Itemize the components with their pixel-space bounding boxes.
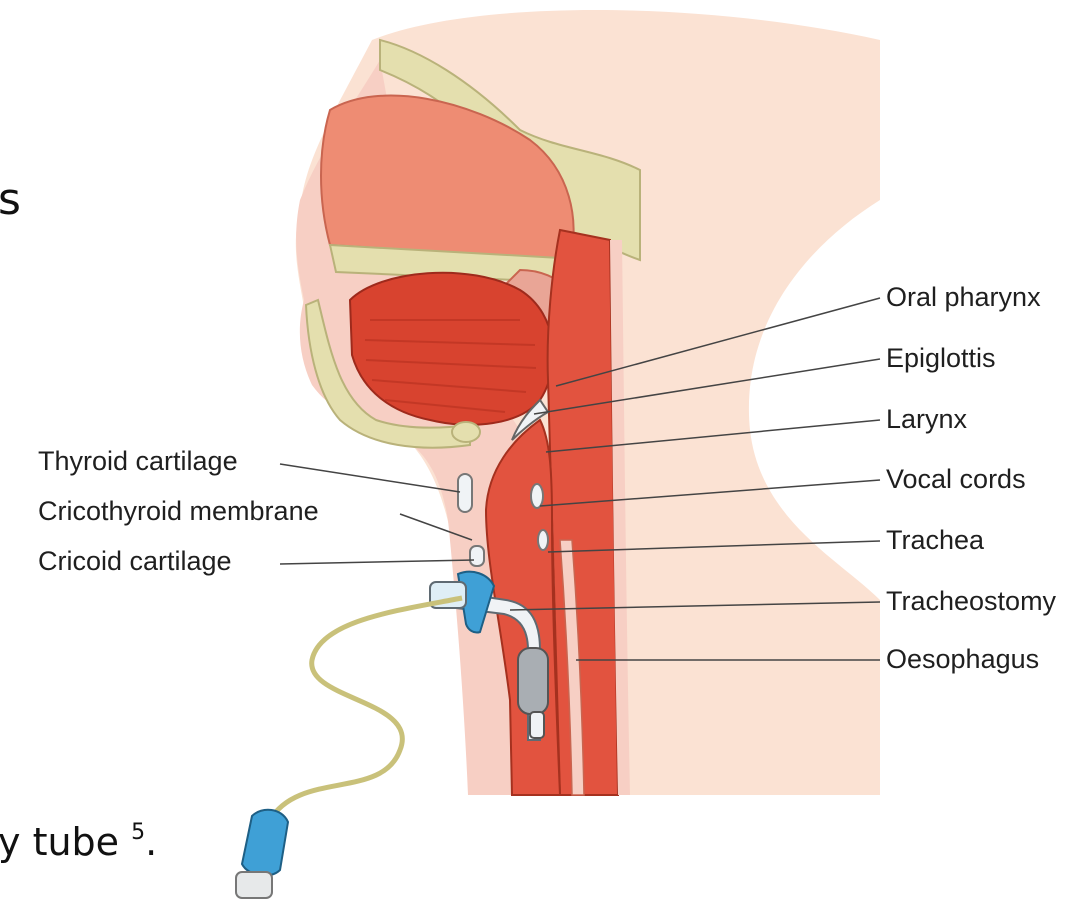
- thyroid-cartilage: [458, 474, 472, 512]
- reference-superscript: 5: [131, 820, 145, 845]
- tracheal-ring: [538, 530, 548, 550]
- slide-text-fragment-bottom: y tube 5.: [0, 822, 157, 861]
- label-tracheostomy: Tracheostomy: [886, 588, 1056, 615]
- pilot-line: [270, 598, 462, 820]
- label-oesophagus: Oesophagus: [886, 646, 1039, 673]
- cuff: [518, 648, 548, 714]
- label-trachea: Trachea: [886, 527, 984, 554]
- hyoid-bone: [452, 422, 480, 442]
- label-cricothyroid-membrane: Cricothyroid membrane: [38, 498, 319, 525]
- vocal-cords: [531, 484, 543, 508]
- label-cricoid-cartilage: Cricoid cartilage: [38, 548, 232, 575]
- label-larynx: Larynx: [886, 406, 967, 433]
- pilot-balloon: [242, 810, 288, 876]
- pharynx: [548, 230, 618, 795]
- fragment-text: y tube: [0, 820, 119, 864]
- label-vocal-cords: Vocal cords: [886, 466, 1026, 493]
- cricoid-cartilage: [470, 546, 484, 566]
- label-thyroid-cartilage: Thyroid cartilage: [38, 448, 238, 475]
- label-oral-pharynx: Oral pharynx: [886, 284, 1041, 311]
- pilot-valve: [236, 872, 272, 898]
- slide-text-fragment-top: s: [0, 178, 21, 222]
- label-epiglottis: Epiglottis: [886, 345, 996, 372]
- fragment-suffix: .: [145, 820, 157, 864]
- tube-tip: [530, 712, 544, 738]
- leader-cricoid: [280, 560, 474, 564]
